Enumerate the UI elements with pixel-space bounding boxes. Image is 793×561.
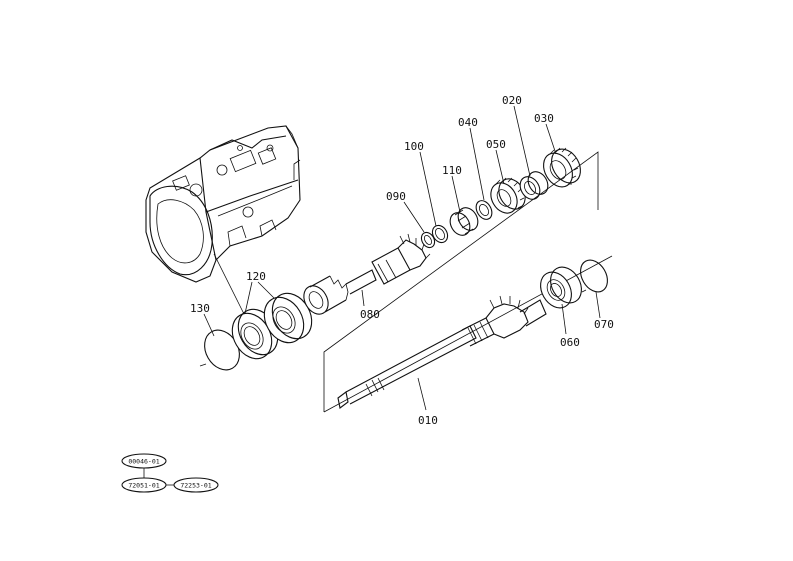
part-070-snap-ring <box>580 259 608 293</box>
leader-120-b <box>257 281 277 301</box>
transmission-housing <box>145 125 301 283</box>
part-090-ring <box>420 231 436 249</box>
label-090: 090 <box>386 190 406 203</box>
label-080: 080 <box>360 308 380 321</box>
label-130: 130 <box>190 302 210 315</box>
part-100-collar <box>431 224 449 244</box>
label-020: 020 <box>502 94 522 107</box>
label-100: 100 <box>404 140 424 153</box>
label-070: 070 <box>594 318 614 331</box>
assembly-boundary-lower <box>323 255 613 413</box>
label-010: 010 <box>418 414 438 427</box>
leader-120-a <box>243 281 253 319</box>
label-040: 040 <box>458 116 478 129</box>
part-020-collar <box>519 171 549 200</box>
label-110: 110 <box>442 164 462 177</box>
housing-leader-line <box>213 253 247 319</box>
label-030: 030 <box>534 112 554 125</box>
reference-code-bottom-right: 72253-01 <box>180 482 211 490</box>
leader-lines <box>361 105 601 411</box>
reference-bubble-bottom-right <box>173 477 219 493</box>
leader-130 <box>203 313 215 337</box>
label-060: 060 <box>560 336 580 349</box>
reference-code-top: 00046-01 <box>128 458 159 466</box>
reference-code-tree: 00046-01 72051-01 72253-01 <box>121 453 219 493</box>
reference-bubble-top <box>121 453 167 469</box>
reference-code-bottom-left: 72051-01 <box>128 482 159 490</box>
part-110-needle-bearing <box>449 207 479 236</box>
part-120-bearing-left <box>231 308 279 360</box>
assembly-boundary-line <box>323 151 599 412</box>
label-050: 050 <box>486 138 506 151</box>
label-120: 120 <box>246 270 266 283</box>
part-030-gear <box>543 147 581 188</box>
part-040-washer <box>475 200 493 220</box>
part-120-bearing-right <box>263 292 313 344</box>
part-010-main-shaft <box>337 295 547 409</box>
part-080-shaft <box>303 233 431 315</box>
part-060-bearing <box>540 266 582 309</box>
reference-bubble-bottom-left <box>121 477 167 493</box>
